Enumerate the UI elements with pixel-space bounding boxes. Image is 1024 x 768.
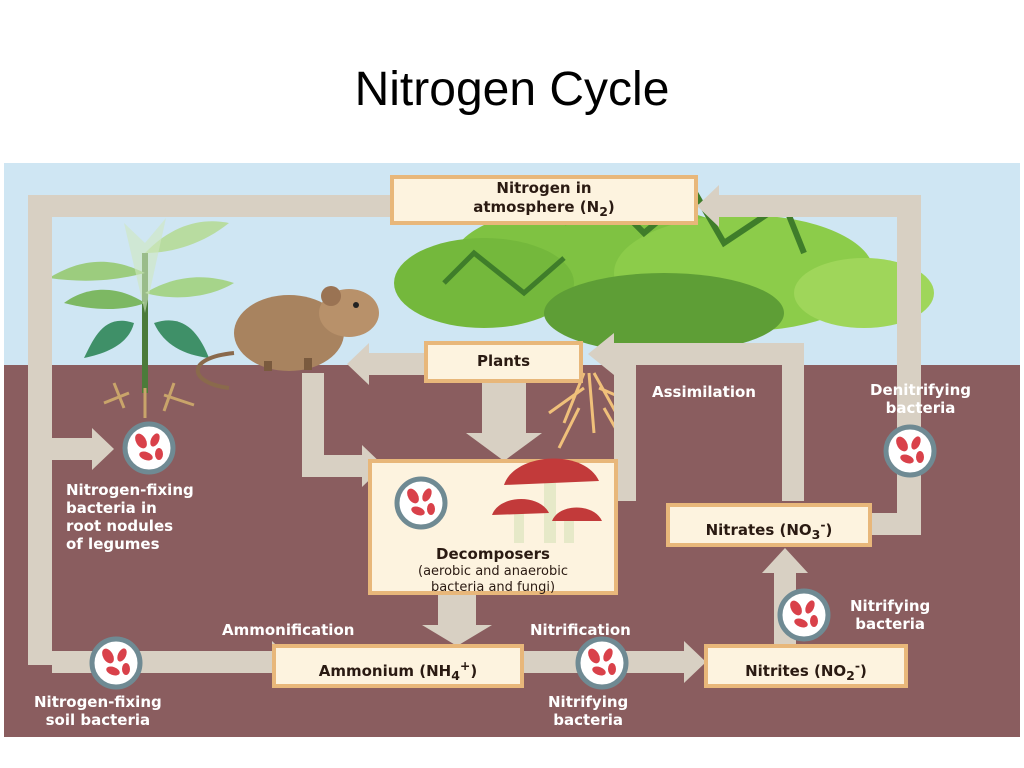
mushroom-illustration xyxy=(492,458,602,543)
decomposers-title: Decomposers xyxy=(436,545,550,563)
bacteria-icon-soil xyxy=(92,639,140,687)
bacteria-icon-decomposers xyxy=(397,479,445,527)
nitrifying-bacteria-bottom-label: Nitrifying bacteria xyxy=(548,693,629,729)
rodent-illustration xyxy=(196,286,379,390)
atmosphere-label: Nitrogen in atmosphere (N2) xyxy=(392,179,696,221)
nitrifying-bacteria-right-label: Nitrifying bacteria xyxy=(850,597,931,633)
plants-box xyxy=(424,341,583,383)
nitrogen-cycle-diagram: Nitrogen in atmosphere (N2) Plants Decom… xyxy=(4,163,1020,737)
nitrogen-fixing-nodules-label: Nitrogen-fixing bacteria in root nodules… xyxy=(66,481,194,553)
nitrites-label: Nitrites (NO2-) xyxy=(745,658,867,683)
ammonium-box xyxy=(272,644,524,688)
atmosphere-box xyxy=(390,175,698,225)
decomposers-label: Decomposers (aerobic and anaerobic bacte… xyxy=(370,545,616,596)
ammonification-label: Ammonification xyxy=(222,621,355,639)
bacteria-icon-nitrifying-right xyxy=(780,591,828,639)
bacteria-icon-denitrifying xyxy=(886,427,934,475)
diagram-graphics xyxy=(4,163,1020,737)
assimilation-label: Assimilation xyxy=(652,383,756,401)
bacteria-icon-root-nodules xyxy=(125,424,173,472)
slide-title: Nitrogen Cycle xyxy=(354,63,670,116)
decomposers-line2: bacteria and fungi) xyxy=(430,580,556,595)
denitrifying-bacteria-label: Denitrifying bacteria xyxy=(870,381,972,417)
nitrogen-fixing-soil-label: Nitrogen-fixing soil bacteria xyxy=(34,693,162,729)
nitrates-label: Nitrates (NO3-) xyxy=(705,517,833,542)
bacteria-icon-nitrification xyxy=(578,639,626,687)
atmosphere-line2: atmosphere (N2) xyxy=(473,198,615,219)
plants-label: Plants xyxy=(476,352,531,370)
ammonium-label: Ammonium (NH4+) xyxy=(318,658,478,683)
atmosphere-line1: Nitrogen in xyxy=(496,179,592,197)
nitrates-box xyxy=(666,503,872,547)
legume-plant-illustration xyxy=(49,218,234,418)
nitrites-box xyxy=(704,644,908,688)
decomposers-line1: (aerobic and anaerobic xyxy=(418,564,568,579)
nitrification-label: Nitrification xyxy=(530,621,631,639)
